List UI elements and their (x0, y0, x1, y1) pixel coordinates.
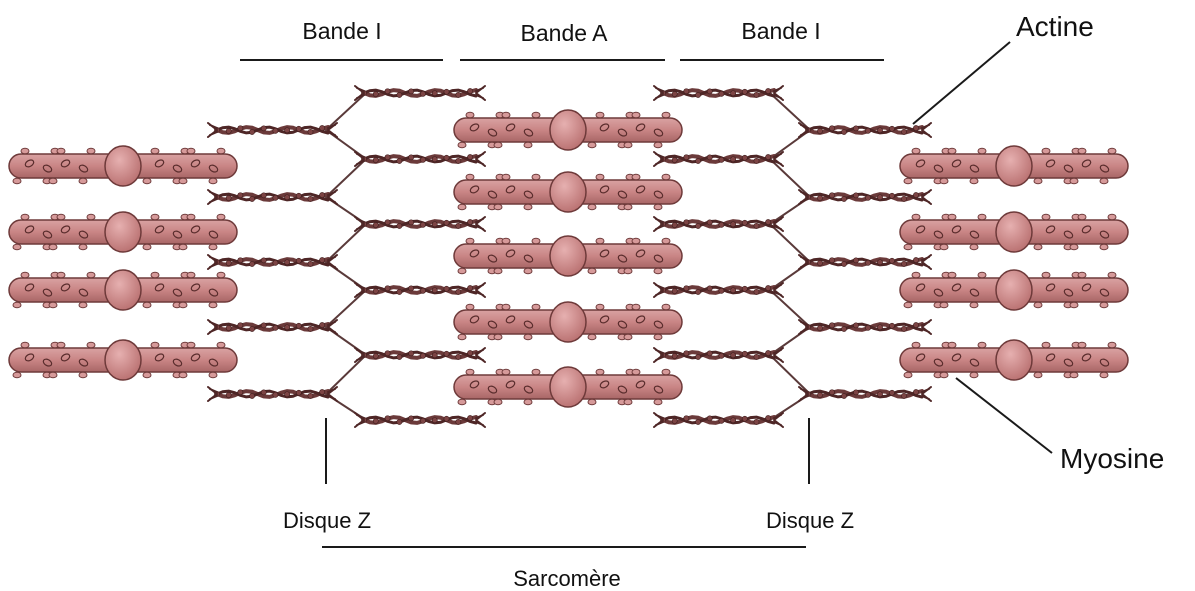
myosin-filament (453, 366, 683, 408)
actin-filament (207, 122, 338, 138)
actin-filament (354, 347, 486, 363)
actin-filament (354, 412, 486, 428)
actine-label: Actine (1016, 11, 1094, 42)
actin-filament (207, 189, 338, 205)
actin-filament (354, 282, 486, 298)
myosin-filament (899, 145, 1129, 187)
myosin-filament (453, 301, 683, 343)
actin-filament (798, 386, 932, 402)
myosin-filament (453, 235, 683, 277)
actin-filament (653, 412, 784, 428)
actin-filament (207, 254, 338, 270)
band-indicator-lines (240, 59, 884, 548)
myosin-filament (899, 269, 1129, 311)
actine-pointer (912, 41, 1011, 125)
myosin-filament (899, 211, 1129, 253)
actin-filament (798, 254, 932, 270)
actin-filament (653, 151, 784, 167)
actin-filament (798, 122, 932, 138)
actin-filament (207, 386, 338, 402)
actin-filament (354, 216, 486, 232)
label-pointers (912, 41, 1053, 454)
actin-filament (653, 85, 784, 101)
sarcomere-label: Sarcomère (513, 566, 621, 591)
actin-filament (207, 319, 338, 335)
actin-filament (354, 151, 486, 167)
myosine-label: Myosine (1060, 443, 1165, 474)
actin-filament (798, 319, 932, 335)
actin-filament (653, 282, 784, 298)
myosin-filaments (8, 109, 1129, 408)
actin-filament (354, 85, 486, 101)
myosin-filament (8, 339, 238, 381)
band-a-label: Bande A (520, 20, 608, 46)
band-i-left-label: Bande I (302, 18, 382, 44)
z-disc-right-zigzag (768, 92, 812, 421)
myosin-filament (899, 339, 1129, 381)
myosin-filament (8, 145, 238, 187)
band-i-right-label: Bande I (741, 18, 821, 44)
actin-filament (653, 216, 784, 232)
disque-z-right-label: Disque Z (765, 508, 855, 533)
myosin-filament (8, 211, 238, 253)
z-disc-left-zigzag (324, 92, 368, 421)
actin-filament (653, 347, 784, 363)
myosin-filament (8, 269, 238, 311)
actin-filaments (207, 85, 932, 428)
myosine-pointer (955, 377, 1053, 454)
myosin-filament (453, 171, 683, 213)
disque-z-left-label: Disque Z (282, 508, 372, 533)
myosin-filament (453, 109, 683, 151)
actin-filament (798, 189, 932, 205)
